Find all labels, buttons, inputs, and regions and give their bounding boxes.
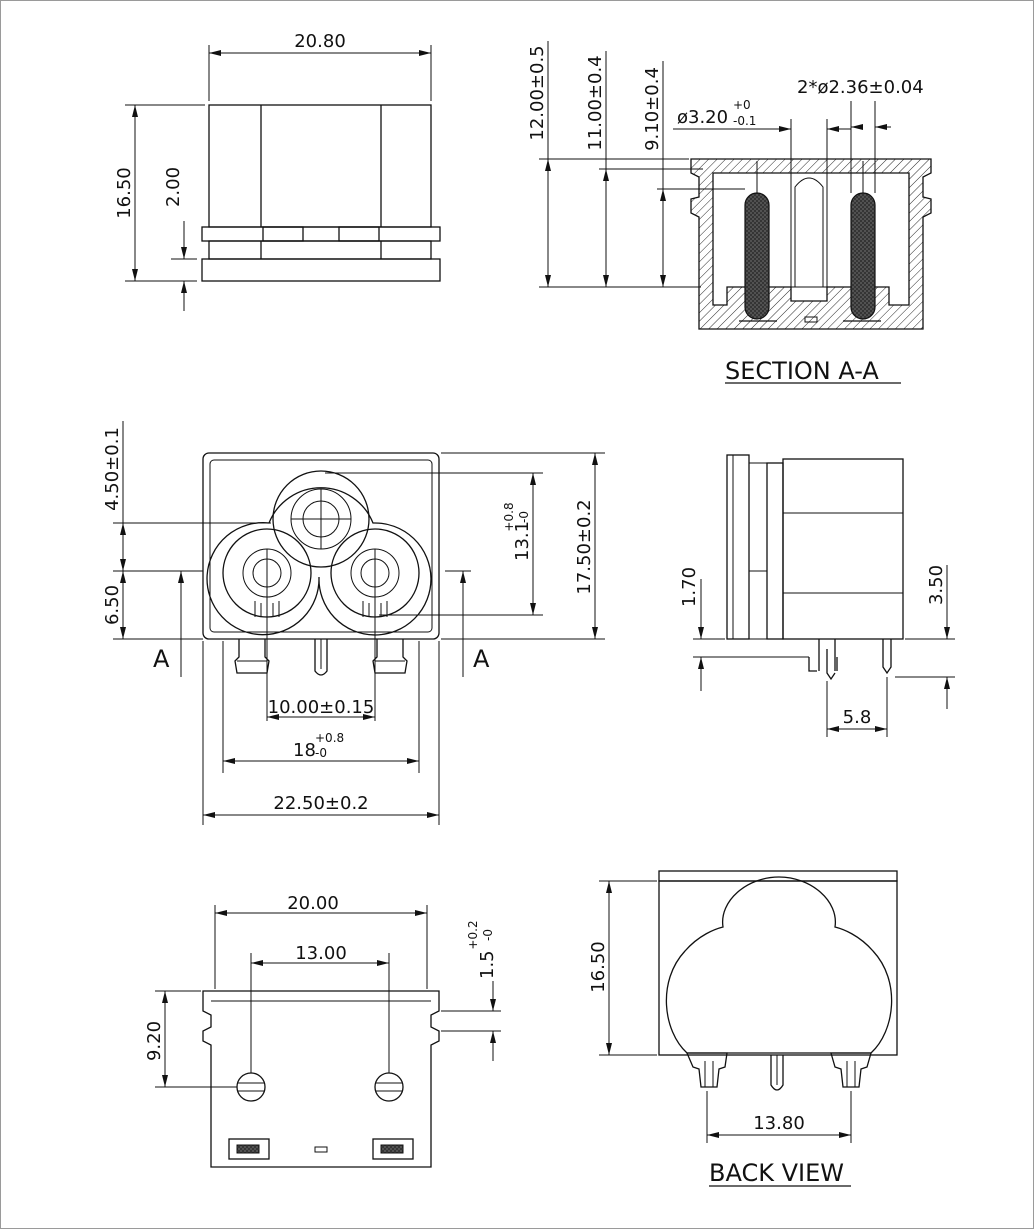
- back-pin-left: [686, 1052, 728, 1088]
- top-flange-dim: 2.00: [163, 167, 184, 207]
- front-pin-right: [372, 639, 408, 674]
- section-caption: SECTION A-A: [725, 357, 879, 385]
- front-pin-center: [314, 639, 328, 676]
- back-height-dim: 16.50: [588, 941, 609, 993]
- front-pin-left: [234, 639, 270, 674]
- side-flange: [726, 454, 750, 640]
- back-pitch-dim: 13.80: [753, 1113, 805, 1134]
- section-pin-dia: ø3.20: [677, 107, 728, 128]
- front-dim-131: 13.1: [512, 521, 533, 561]
- front-view: 4.50±0.1 6.50 A A 13.1 +0.8 -0 17.50±0.2…: [102, 421, 605, 825]
- bottom-dim-920: 9.20: [144, 1021, 165, 1061]
- earth-socket: [272, 470, 370, 568]
- back-top-lip: [658, 870, 898, 882]
- section-pin-tol-upper: +0: [733, 98, 751, 112]
- side-rear-pin: [882, 639, 892, 675]
- bottom-hole-left: [236, 1072, 266, 1102]
- bottom-hole-right: [374, 1072, 404, 1102]
- section-contact-dia: 2*ø2.36±0.04: [797, 77, 924, 98]
- bottom-dim-15-lower: -0: [481, 929, 495, 941]
- top-view: 20.80 16.50 2.00: [114, 31, 441, 311]
- back-cloud-outline: [665, 876, 893, 1054]
- center-pin-cavity: [790, 172, 828, 288]
- back-view: 16.50 13.80 BACK VIEW: [588, 870, 898, 1187]
- back-pin-right: [830, 1052, 872, 1088]
- front-pitch-dim: 10.00±0.15: [268, 697, 375, 718]
- bottom-dim-1300: 13.00: [295, 943, 347, 964]
- front-dim-18-lower: -0: [315, 746, 327, 760]
- section-mark-right: A: [473, 645, 490, 673]
- front-dim-18-upper: +0.8: [315, 731, 344, 745]
- top-base: [201, 258, 441, 282]
- bottom-view: 20.00 13.00 9.20 1.5 +0.2 -0: [144, 893, 501, 1168]
- top-flange: [201, 226, 441, 242]
- front-dim-131-lower: -0: [517, 511, 531, 523]
- side-body: [782, 458, 904, 640]
- bottom-pad-right: [372, 1138, 414, 1160]
- side-dim-350: 3.50: [926, 565, 947, 605]
- section-view: 12.00±0.5 11.00±0.4 9.10±0.4 ø3.20 +0 -0…: [527, 41, 932, 385]
- front-width-dim: 22.50±0.2: [273, 793, 368, 814]
- section-dim-12: 12.00±0.5: [527, 45, 548, 140]
- section-pin-tol-lower: -0.1: [733, 114, 756, 128]
- back-pin-center: [770, 1055, 784, 1091]
- section-dim-9: 9.10±0.4: [642, 67, 663, 151]
- section-dim-11: 11.00±0.4: [585, 55, 606, 150]
- left-contact: [744, 192, 770, 320]
- top-width-dim: 20.80: [294, 31, 346, 52]
- front-dim-650: 6.50: [102, 585, 123, 625]
- side-pins: [808, 639, 838, 681]
- top-height-dim: 16.50: [114, 167, 135, 219]
- bottom-pad-left: [228, 1138, 270, 1160]
- bottom-body: [202, 990, 440, 1168]
- socket-outline: [206, 487, 432, 636]
- front-dim-18: 18: [293, 740, 316, 761]
- right-contact: [850, 192, 876, 320]
- back-body: [658, 880, 898, 1056]
- section-housing: [690, 158, 932, 330]
- bottom-dim-15-upper: +0.2: [466, 920, 480, 949]
- section-mark-left: A: [153, 645, 170, 673]
- bottom-dim-15: 1.5: [477, 950, 498, 979]
- side-dim-170: 1.70: [679, 567, 700, 607]
- front-dim-450: 4.50±0.1: [102, 427, 123, 511]
- front-dim-1750: 17.50±0.2: [574, 499, 595, 594]
- side-dim-58: 5.8: [843, 707, 872, 728]
- front-dim-131-upper: +0.8: [502, 502, 516, 531]
- back-caption: BACK VIEW: [709, 1159, 844, 1187]
- side-view: 1.70 3.50 5.8: [679, 454, 955, 737]
- bottom-dim-2000: 20.00: [287, 893, 339, 914]
- top-body: [208, 104, 432, 228]
